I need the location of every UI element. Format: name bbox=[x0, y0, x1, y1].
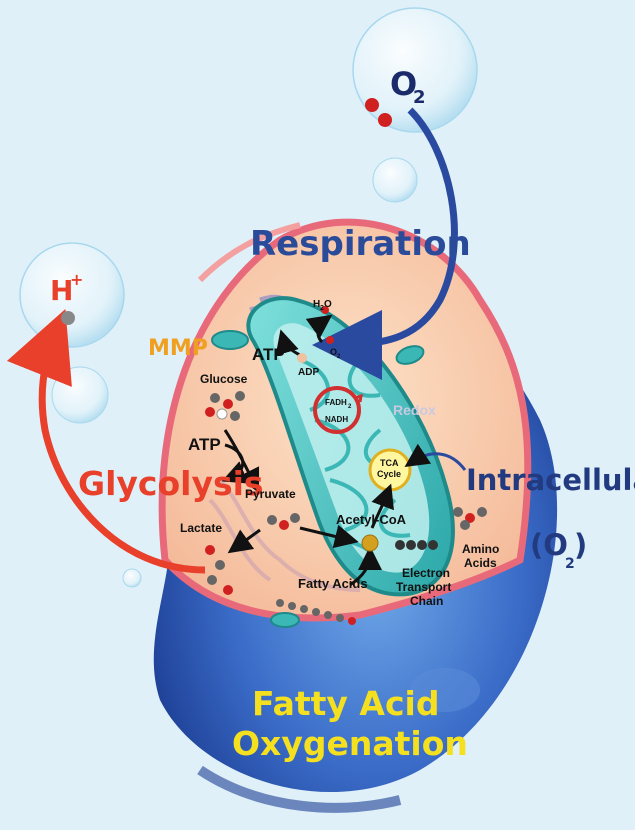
pyruvate-acetyl-arrow bbox=[299, 524, 359, 549]
o2-label: O 2 bbox=[390, 65, 426, 108]
etc-label-1: Electron bbox=[402, 566, 450, 580]
svg-text:FADH: FADH bbox=[325, 398, 347, 407]
tca-label-2: Cycle bbox=[377, 469, 401, 479]
atp-left-label: ATP bbox=[188, 435, 221, 454]
cell-surface-blob bbox=[410, 668, 480, 712]
tca-label-1: TCA bbox=[380, 458, 399, 468]
o2-small-label: O 2 bbox=[330, 347, 341, 360]
svg-text:O: O bbox=[330, 347, 337, 357]
h-plus-arrow bbox=[6, 309, 206, 574]
svg-text:2: 2 bbox=[337, 354, 341, 360]
fatty-acid-chain bbox=[276, 599, 356, 625]
svg-text:(O: (O bbox=[530, 528, 568, 562]
small-bubble bbox=[372, 157, 418, 203]
adp-atp-arrow bbox=[275, 329, 301, 357]
intracellular-label: Intracellular bbox=[466, 463, 635, 497]
svg-text:2: 2 bbox=[348, 404, 352, 410]
small-bubble bbox=[122, 568, 142, 588]
svg-text:O: O bbox=[324, 299, 332, 310]
o2-h2o-arrow bbox=[305, 314, 333, 344]
acetyl-coa-label: Acetyl-CoA bbox=[336, 512, 407, 527]
adp-molecule bbox=[297, 353, 307, 363]
redox-label: Redox bbox=[393, 402, 436, 418]
lactate-molecule bbox=[205, 545, 233, 595]
svg-text:2: 2 bbox=[565, 556, 575, 572]
fatty-acids-label: Fatty Acids bbox=[298, 576, 368, 591]
svg-text:O: O bbox=[390, 65, 417, 103]
o2-paren-label: (O 2 ) bbox=[530, 528, 587, 572]
acetyl-tca-arrow bbox=[370, 483, 394, 529]
h2o-molecule bbox=[321, 306, 329, 314]
svg-text:2: 2 bbox=[413, 87, 426, 108]
svg-text:): ) bbox=[574, 528, 587, 562]
intracellular-arrow bbox=[404, 443, 467, 471]
amino-acid-molecule bbox=[453, 507, 487, 530]
small-mitochondrion bbox=[395, 345, 425, 365]
pyruvate-label: Pyruvate bbox=[245, 487, 296, 501]
fatty-acid-oxygenation-label-2: Oxygenation bbox=[232, 724, 468, 763]
o2-molecule bbox=[365, 98, 392, 127]
h-plus-atom bbox=[61, 311, 75, 325]
h-plus-label: H + bbox=[50, 270, 83, 307]
glycolysis-label: Glycolysis bbox=[78, 464, 264, 503]
atp-mito-label: ATP bbox=[252, 345, 285, 364]
svg-text:H: H bbox=[313, 299, 320, 310]
o2-bubble bbox=[352, 7, 478, 133]
o2-arrow bbox=[312, 107, 458, 380]
adp-label: ADP bbox=[298, 367, 319, 378]
fatty-acid-oxygenation-label-1: Fatty Acid bbox=[252, 684, 439, 723]
small-mitochondrion bbox=[270, 612, 300, 628]
acetyl-coa-molecule bbox=[361, 534, 379, 552]
svg-text:+: + bbox=[70, 270, 83, 289]
small-mitochondrion bbox=[211, 330, 249, 350]
small-bubble bbox=[51, 366, 109, 424]
etc-label-3: Chain bbox=[410, 594, 443, 608]
glucose-molecule bbox=[205, 391, 245, 421]
h2o-label: H 2 O bbox=[313, 299, 332, 312]
svg-text:H: H bbox=[50, 274, 73, 307]
respiration-label: Respiration bbox=[250, 224, 471, 264]
o2-small-molecule bbox=[326, 336, 334, 344]
mmp-label: MMP bbox=[148, 336, 208, 361]
glucose-pyruvate-arrow bbox=[223, 429, 260, 494]
redox-cycle bbox=[313, 386, 361, 434]
fadh2-label: FADH 2 bbox=[325, 398, 352, 410]
amino-acids-label-1: Amino bbox=[462, 542, 499, 556]
nadh-label: NADH bbox=[325, 415, 348, 424]
lactate-label: Lactate bbox=[180, 521, 222, 535]
etc-label-2: Transport bbox=[396, 580, 451, 594]
electron-transport-chain bbox=[395, 540, 438, 550]
amino-acids-label-2: Acids bbox=[464, 556, 497, 570]
pyruvate-lactate-arrow bbox=[227, 528, 261, 554]
glucose-label: Glucose bbox=[200, 372, 248, 386]
pyruvate-molecule bbox=[267, 513, 300, 530]
svg-text:2: 2 bbox=[320, 305, 324, 312]
fatty-acetyl-arrow bbox=[349, 546, 382, 587]
